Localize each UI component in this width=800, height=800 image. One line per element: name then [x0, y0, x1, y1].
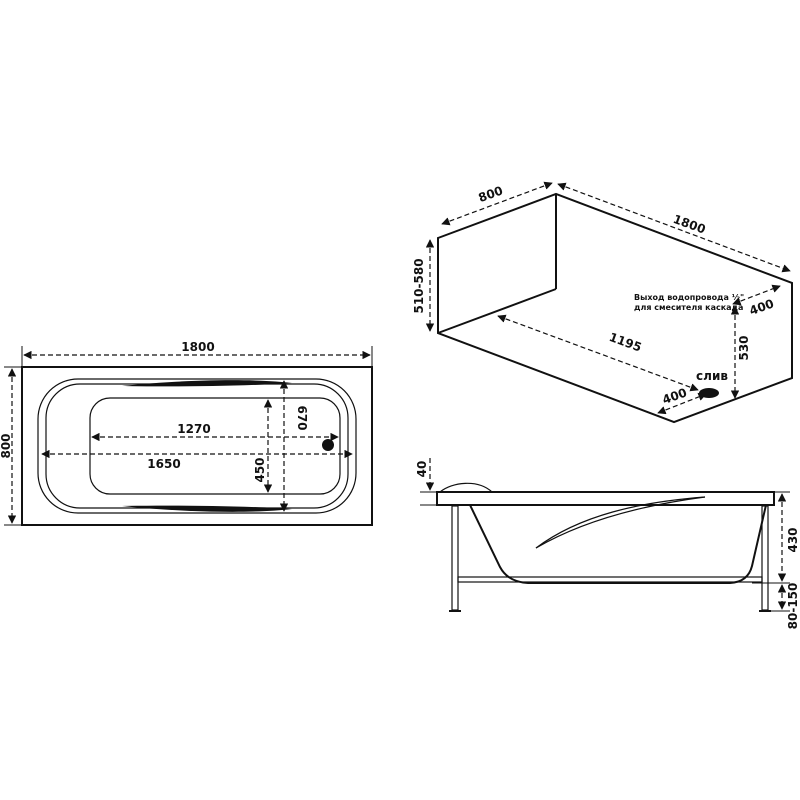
top-rim-inner: [45, 383, 349, 509]
side-view: 40 430 80-150: [415, 458, 800, 629]
dim-iso-side-b: 400: [747, 296, 775, 318]
top-rim: [37, 378, 357, 514]
side-leg-left: [451, 505, 459, 611]
iso-drain-label: слив: [696, 369, 728, 383]
dim-line-iso-side-a: [657, 392, 707, 415]
iso-floor-left-edge: [437, 288, 557, 334]
dim-bottom-width: 450: [253, 457, 267, 482]
dim-top-width: 800: [0, 433, 13, 458]
side-rim: [436, 491, 775, 506]
dim-top-length: 1800: [181, 340, 214, 354]
dim-iso-drain: 1195: [607, 330, 643, 355]
iso-view: 800 1800 510-580 1195 400 400 530 слив В…: [412, 181, 793, 424]
dim-line-iso-side-b: [732, 284, 781, 306]
side-basin: [469, 504, 767, 584]
dim-inner-length: 1270: [177, 422, 210, 436]
iso-drain-hole: [699, 388, 719, 398]
top-armrest-upper: [122, 380, 292, 387]
dim-line-iso-width: [441, 181, 553, 226]
dim-iso-height: 510-580: [412, 258, 426, 313]
iso-pipe-note-line1: Выход водопровода ½": [634, 292, 744, 302]
side-frame-bar: [457, 576, 763, 583]
dim-basin-length: 1650: [147, 457, 180, 471]
dim-line-iso-length: [557, 182, 791, 273]
iso-pipe-note-line2: для смесителя каскада: [634, 303, 743, 312]
dim-iso-side-a: 400: [660, 385, 688, 407]
side-headrest: [439, 482, 493, 493]
side-armrest-curve-2: [535, 496, 706, 549]
top-outer-frame: [21, 366, 373, 526]
dim-inner-width: 670: [295, 405, 309, 430]
dim-rim: 40: [415, 461, 429, 478]
top-drain-hole: [322, 439, 334, 451]
dim-depth: 430: [786, 527, 800, 552]
dim-legs: 80-150: [786, 583, 800, 630]
top-view: 1800 800 1270 1650 670 450: [0, 340, 373, 526]
dim-iso-pipe: 530: [737, 335, 751, 360]
top-armrest-lower: [122, 505, 292, 512]
dim-iso-width: 800: [476, 183, 504, 205]
side-armrest-curve: [535, 496, 706, 549]
top-basin: [89, 397, 341, 495]
dim-line-iso-drain: [497, 314, 699, 392]
